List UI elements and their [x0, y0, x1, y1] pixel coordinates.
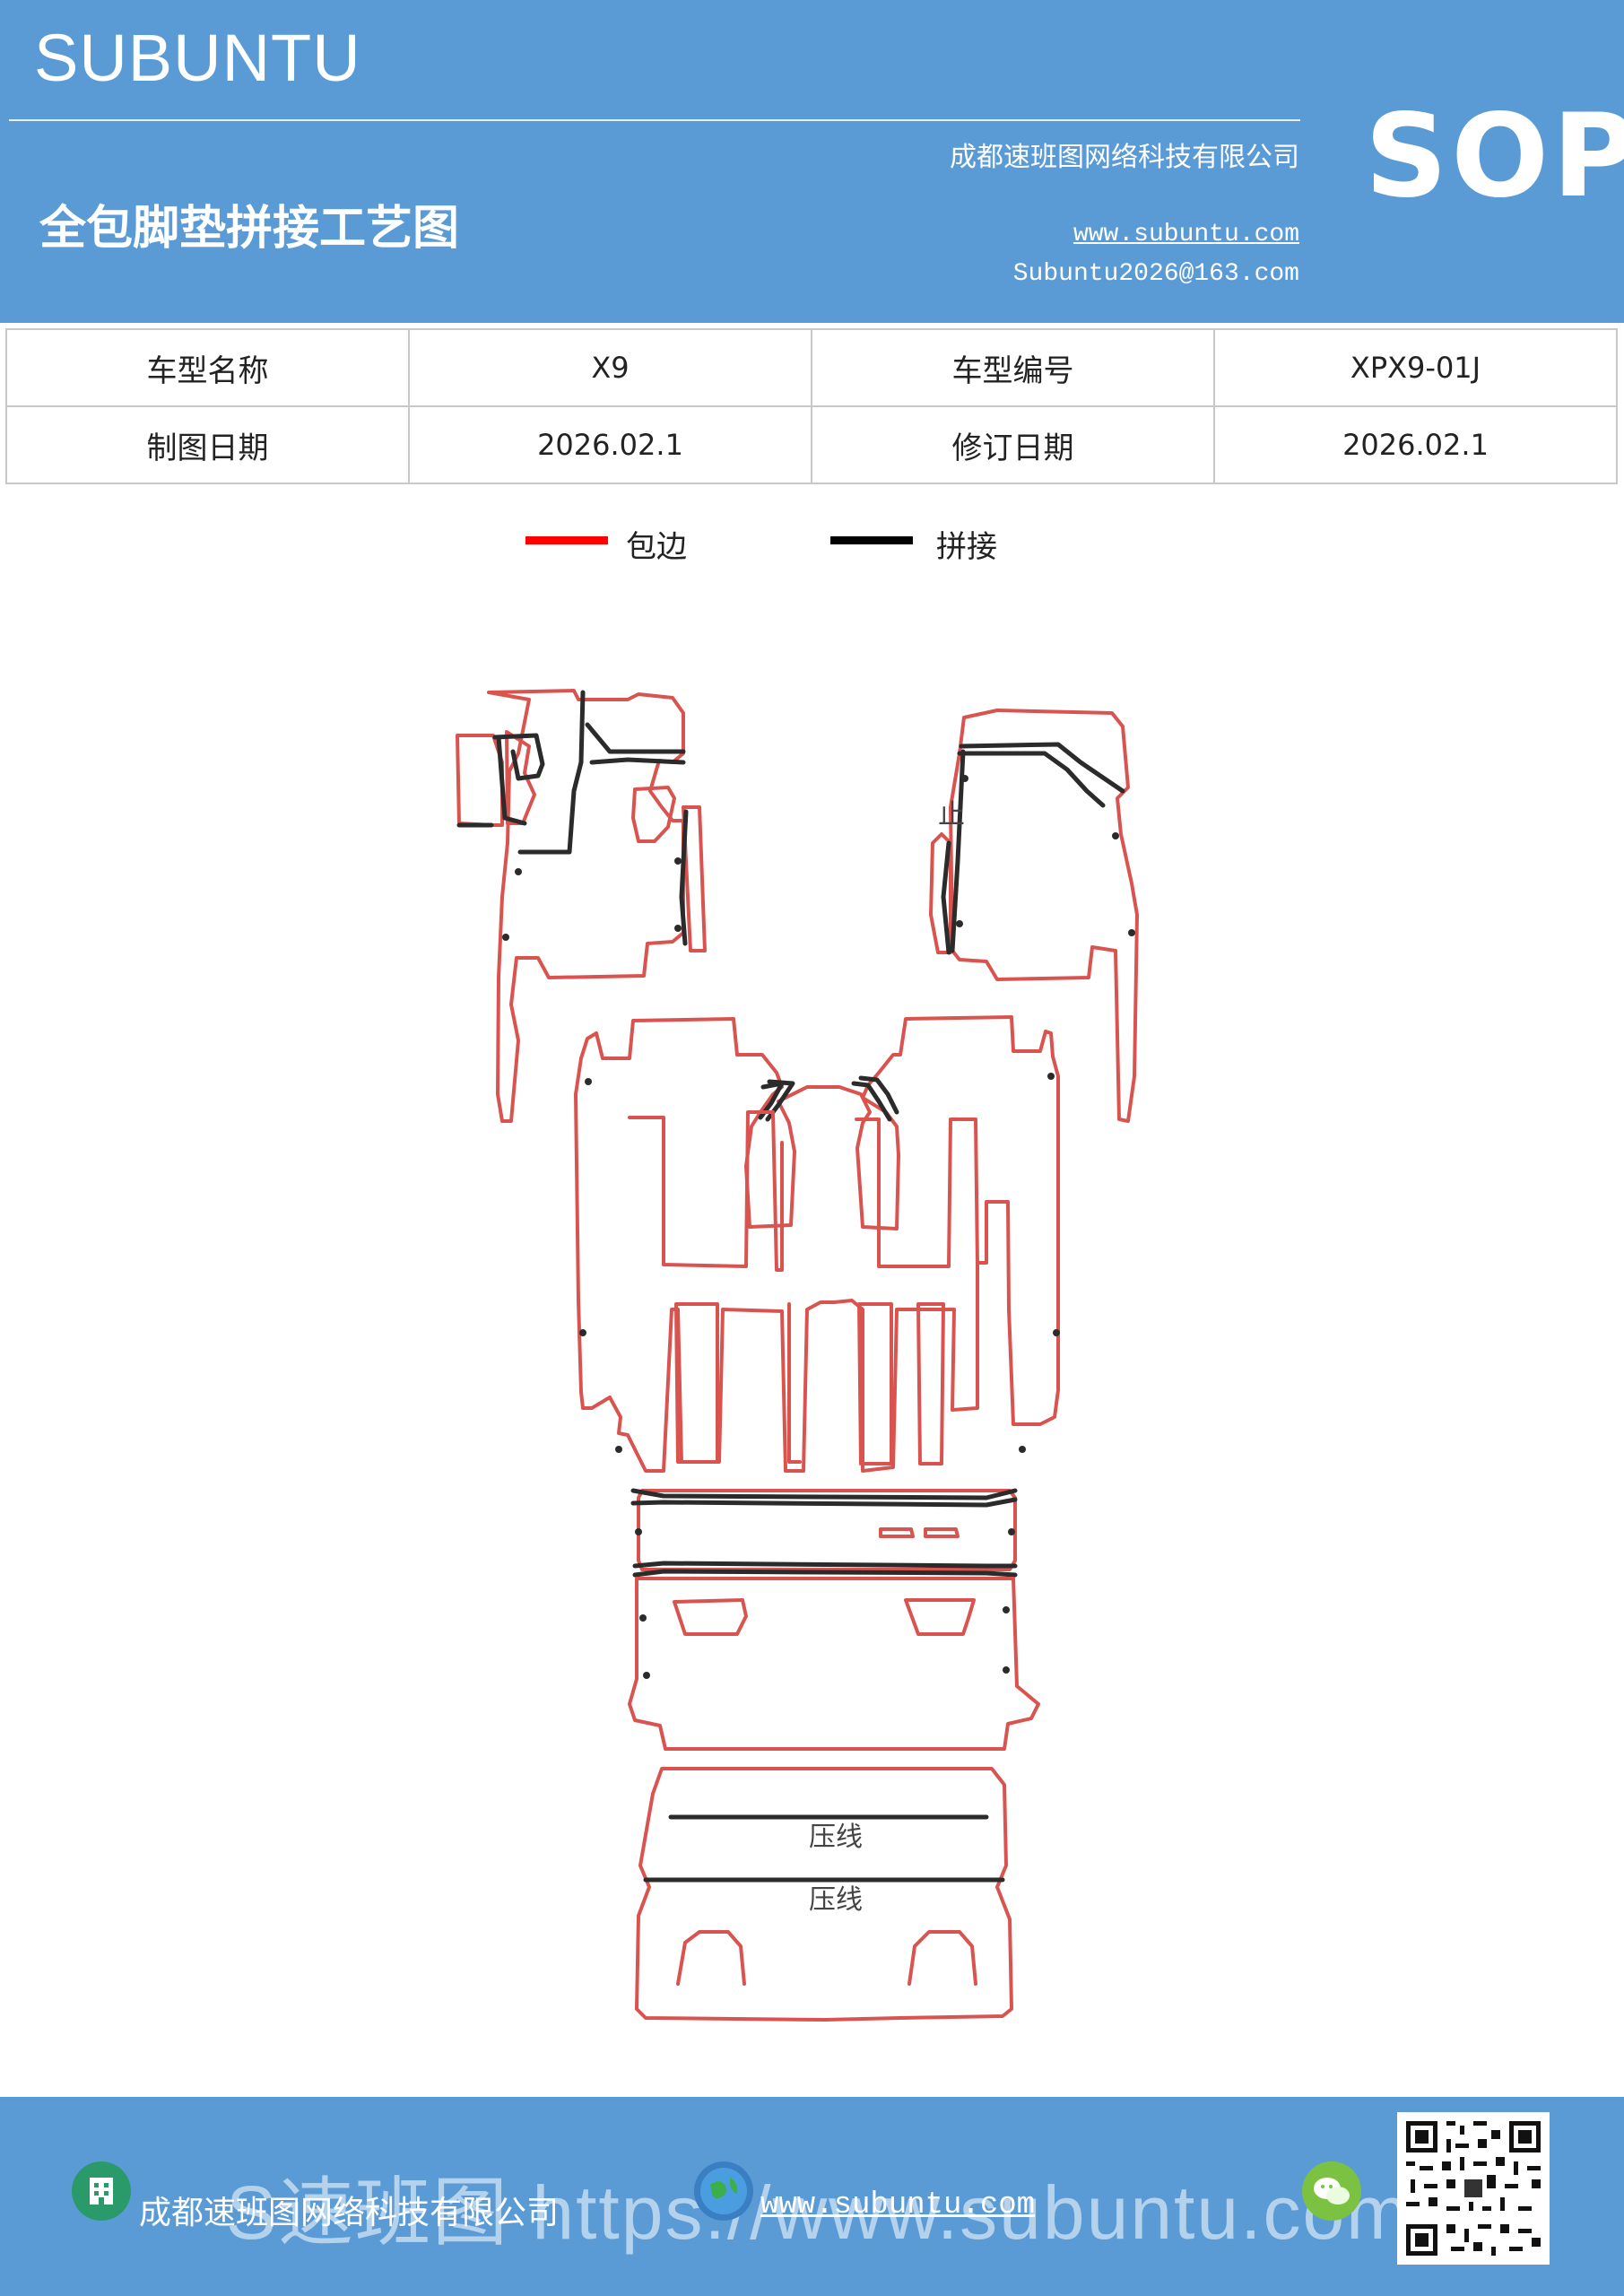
footer-banner: S速班图 https://www.subuntu.com 成都速班图网络科技有限…: [0, 2097, 1624, 2296]
website-link[interactable]: www.subuntu.com: [1073, 221, 1299, 248]
model-name-label: 车型名称: [5, 328, 410, 407]
vehicle-info-table: 车型名称 X9 车型编号 XPX9-01J 制图日期 2026.02.1 修订日…: [5, 328, 1618, 484]
floor-mat-diagram: 止: [456, 689, 1139, 2022]
fourth-row-mat: [628, 1577, 1040, 1751]
legend-swatch-edge: [525, 536, 608, 544]
table-row: 车型名称 X9 车型编号 XPX9-01J: [5, 328, 1618, 407]
press-line-label-2: 压线: [809, 1884, 863, 1916]
revision-date-value: 2026.02.1: [1213, 405, 1618, 484]
footer-watermark: S速班图 https://www.subuntu.com: [226, 2170, 1411, 2255]
model-code-value: XPX9-01J: [1213, 328, 1618, 407]
globe-icon: [694, 2161, 753, 2221]
second-row-cutouts: [628, 1110, 979, 1465]
third-row-mat: [630, 1488, 1018, 1578]
revision-date-label: 修订日期: [811, 405, 1215, 484]
footer-website-link[interactable]: www.subuntu.com: [760, 2188, 1036, 2222]
model-name-value: X9: [408, 328, 812, 407]
sop-badge: SOP: [1365, 90, 1624, 223]
legend-label-edge: 包边: [626, 529, 687, 565]
front-right-mat: 止: [929, 709, 1139, 1123]
table-row: 制图日期 2026.02.1 修订日期 2026.02.1: [5, 405, 1618, 484]
page-title: 全包脚垫拼接工艺图: [39, 201, 460, 256]
footer-company: 成都速班图网络科技有限公司: [139, 2195, 560, 2231]
company-name: 成都速班图网络科技有限公司: [950, 142, 1299, 173]
trunk-mat: 压线 压线: [635, 1767, 1013, 2022]
legend: 包边 拼接: [0, 522, 1624, 576]
side-mark-text: 止: [938, 799, 965, 831]
drawing-date-value: 2026.02.1: [408, 405, 812, 484]
front-left-mat: [456, 689, 707, 1123]
press-line-label-1: 压线: [809, 1822, 863, 1853]
legend-swatch-seam: [830, 536, 913, 544]
wechat-icon: [1302, 2161, 1361, 2221]
legend-label-seam: 拼接: [936, 529, 997, 565]
drawing-date-label: 制图日期: [5, 405, 410, 484]
qr-code: [1397, 2112, 1550, 2265]
building-icon: [72, 2161, 131, 2221]
contact-email: Subuntu2026@163.com: [1012, 260, 1299, 288]
model-code-label: 车型编号: [811, 328, 1215, 407]
second-row-mat: [574, 1015, 1060, 1473]
header-divider: [9, 119, 1300, 121]
brand-name: SUBUNTU: [34, 21, 361, 95]
header-banner: SUBUNTU 成都速班图网络科技有限公司 全包脚垫拼接工艺图 www.subu…: [0, 0, 1624, 323]
